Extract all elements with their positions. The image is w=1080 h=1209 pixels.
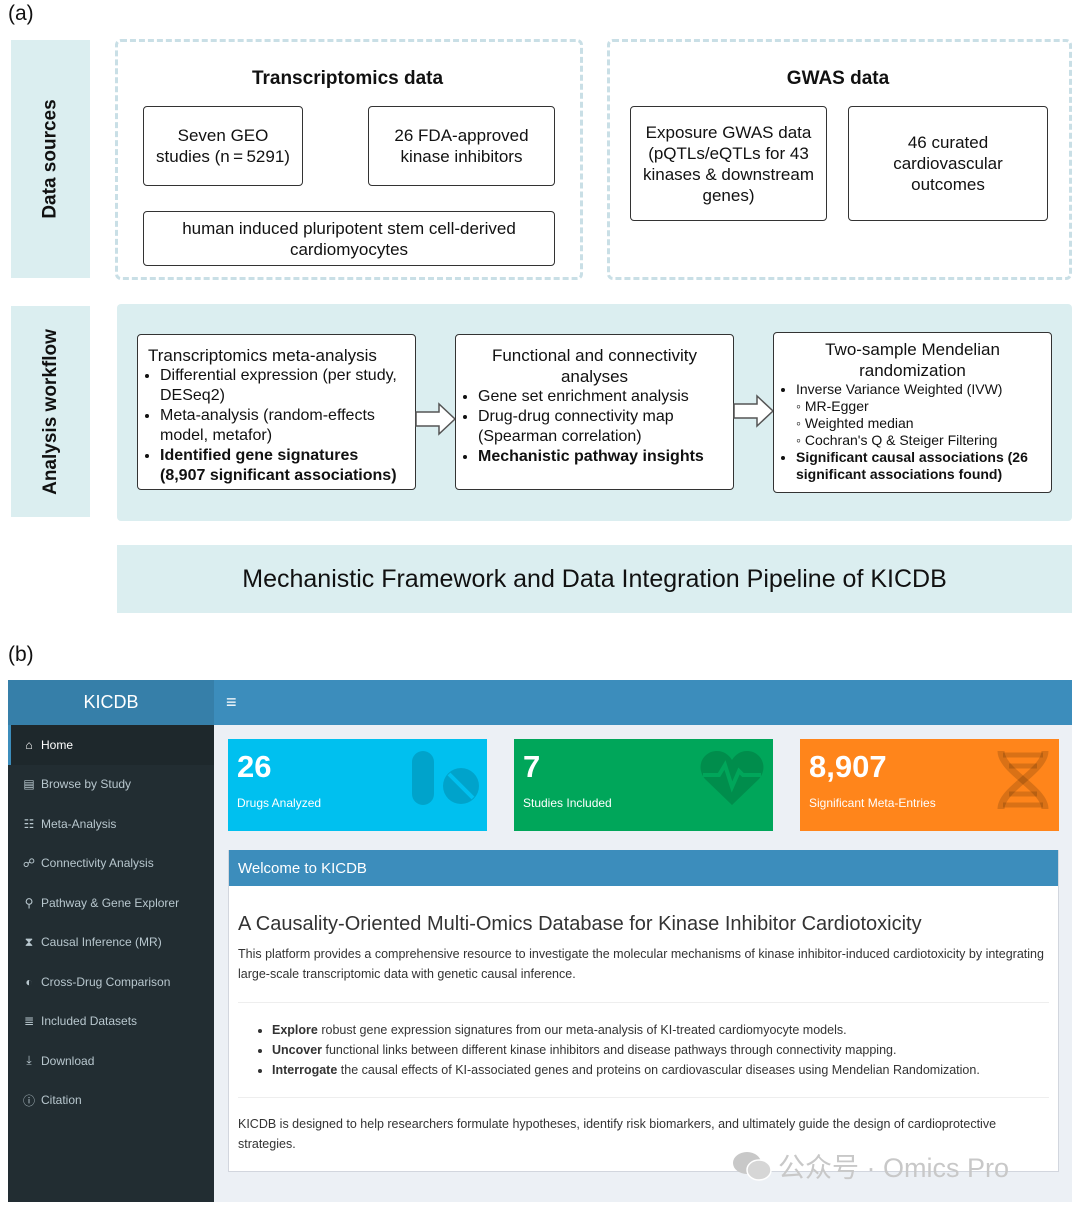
gwas-section [607, 39, 1072, 280]
arrow-right-icon [415, 402, 457, 436]
meta-analysis-item: Differential expression (per study, DESe… [160, 366, 405, 406]
sidebar-item-label: Cross-Drug Comparison [41, 974, 171, 989]
feature-list: Explore robust gene expression signature… [238, 1020, 1049, 1080]
meta-analysis-item: Meta-analysis (random-effects model, met… [160, 406, 405, 446]
list-item: Interrogate the causal effects of KI-ass… [272, 1060, 1049, 1080]
value-box-number: 7 [523, 749, 541, 784]
value-box-drugs: 26 Drugs Analyzed [228, 739, 487, 831]
connectivity-item: Drug-drug connectivity map (Spearman cor… [478, 407, 723, 447]
sidebar-item-connectivity-analysis[interactable]: ☍ Connectivity Analysis [8, 844, 214, 884]
sidebar-item-label: Causal Inference (MR) [41, 935, 162, 950]
welcome-box: Welcome to KICDB A Causality-Oriented Mu… [228, 850, 1059, 1172]
list-item: Uncover functional links between differe… [272, 1040, 1049, 1060]
heartbeat-icon [699, 749, 765, 812]
sitemap-icon: ☷ [23, 816, 35, 831]
divider [238, 1002, 1049, 1003]
wechat-icon [733, 1151, 772, 1181]
welcome-closing: KICDB is designed to help researchers fo… [238, 1117, 997, 1151]
sidebar-item-label: Browse by Study [41, 777, 132, 792]
connectivity-box: Functional and connectivity analyses Gen… [455, 334, 734, 490]
transcriptomics-title: Transcriptomics data [251, 68, 444, 89]
adjust-icon: ◐ [25, 974, 33, 989]
watermark: 公众号 · Omics Pro [732, 1146, 1009, 1185]
value-box-label: Significant Meta-Entries [809, 796, 936, 810]
cardiovascular-outcomes-box: 46 curated cardiovascular outcomes [848, 106, 1048, 221]
download-icon: ⤓ [26, 1053, 32, 1068]
welcome-header: Welcome to KICDB [229, 850, 1058, 886]
welcome-title: A Causality-Oriented Multi-Omics Databas… [238, 913, 922, 935]
sidebar-item-label: Download [41, 1053, 95, 1068]
sidebar-item-browse-by-study[interactable]: ▤ Browse by Study [8, 765, 214, 805]
sidebar-item-label: Pathway & Gene Explorer [41, 895, 180, 910]
geo-studies-box: Seven GEO studies (n = 5291) [143, 106, 303, 186]
database-icon: ≣ [23, 1014, 35, 1029]
mr-subitem: ◦ Weighted median [796, 415, 914, 431]
sidebar-item-label: Home [41, 737, 74, 752]
meta-analysis-box: Transcriptomics meta-analysis Differenti… [137, 334, 416, 490]
sidebar: KICDB ⌂ Home ▤ Browse by Study ☷ Meta-An… [8, 680, 214, 1202]
sidebar-item-label: Connectivity Analysis [41, 856, 154, 871]
home-icon: ⌂ [25, 737, 33, 752]
sidebar-item-download[interactable]: ⤓ Download [8, 1041, 214, 1081]
exposure-gwas-box: Exposure GWAS data (pQTLs/eQTLs for 43 k… [630, 106, 827, 221]
connectivity-item: Mechanistic pathway insights [478, 447, 723, 467]
folder-open-icon: ▤ [23, 777, 35, 792]
connectivity-item: Gene set enrichment analysis [478, 387, 723, 407]
value-box-studies: 7 Studies Included [514, 739, 773, 831]
sidebar-item-causal-inference[interactable]: ⧗ Causal Inference (MR) [8, 923, 214, 963]
panel-b-label: (b) [8, 643, 34, 666]
mr-subitem: ◦ MR-Egger [796, 398, 869, 414]
brand-logo[interactable]: KICDB [8, 680, 214, 725]
analysis-workflow-tab: Analysis workflow [11, 306, 90, 517]
transcriptomics-section [115, 39, 583, 280]
sidebar-item-label: Citation [41, 1093, 82, 1108]
meta-analysis-item: Identified gene signatures (8,907 signif… [160, 446, 405, 486]
search-icon: ⚲ [24, 895, 34, 910]
mendelian-randomization-box: Two-sample Mendelian randomization Inver… [773, 332, 1052, 493]
connectivity-title: Functional and connectivity analyses [491, 346, 698, 386]
mr-item: Significant causal associations (26 sign… [796, 449, 1041, 483]
kinase-inhibitors-box: 26 FDA-approved kinase inhibitors [368, 106, 555, 186]
sidebar-item-meta-analysis[interactable]: ☷ Meta-Analysis [8, 804, 214, 844]
info-circle-icon: ⓘ [22, 1093, 35, 1108]
divider [238, 1097, 1049, 1098]
dna-icon [995, 749, 1051, 816]
sidebar-item-home[interactable]: ⌂ Home [8, 725, 214, 765]
value-box-number: 26 [237, 749, 272, 784]
mr-title: Two-sample Mendelian randomization [825, 340, 1000, 380]
sidebar-item-pathway-gene-explorer[interactable]: ⚲ Pathway & Gene Explorer [8, 883, 214, 923]
sidebar-item-included-datasets[interactable]: ≣ Included Datasets [8, 1002, 214, 1042]
meta-analysis-title: Transcriptomics meta-analysis [148, 346, 377, 365]
sidebar-item-cross-drug-comparison[interactable]: ◐ Cross-Drug Comparison [8, 962, 214, 1002]
welcome-intro: This platform provides a comprehensive r… [238, 947, 1044, 981]
mr-subitem: ◦ Cochran's Q & Steiger Filtering [796, 432, 998, 448]
gwas-title: GWAS data [786, 68, 890, 89]
arrow-right-icon [733, 394, 775, 428]
mr-item: Inverse Variance Weighted (IVW) [796, 381, 1041, 398]
ipsc-cardiomyocytes-box: human induced pluripotent stem cell-deri… [143, 211, 555, 266]
value-box-number: 8,907 [809, 749, 887, 784]
panel-a-label: (a) [8, 2, 34, 25]
value-box-label: Studies Included [523, 796, 612, 810]
sidebar-item-label: Included Datasets [41, 1014, 138, 1029]
value-box-meta-entries: 8,907 Significant Meta-Entries [800, 739, 1059, 831]
data-sources-tab: Data sources [11, 40, 90, 278]
value-box-label: Drugs Analyzed [237, 796, 322, 810]
project-diagram-icon: ☍ [22, 856, 36, 871]
framework-title: Mechanistic Framework and Data Integrati… [117, 545, 1072, 613]
hourglass-icon: ⧗ [24, 934, 34, 949]
top-navbar: ≡ [214, 680, 1072, 725]
sidebar-item-citation[interactable]: ⓘ Citation [8, 1081, 214, 1121]
sidebar-item-label: Meta-Analysis [41, 816, 117, 831]
pills-icon [409, 749, 479, 814]
list-item: Explore robust gene expression signature… [272, 1020, 1049, 1040]
menu-toggle-icon[interactable]: ≡ [226, 692, 237, 712]
